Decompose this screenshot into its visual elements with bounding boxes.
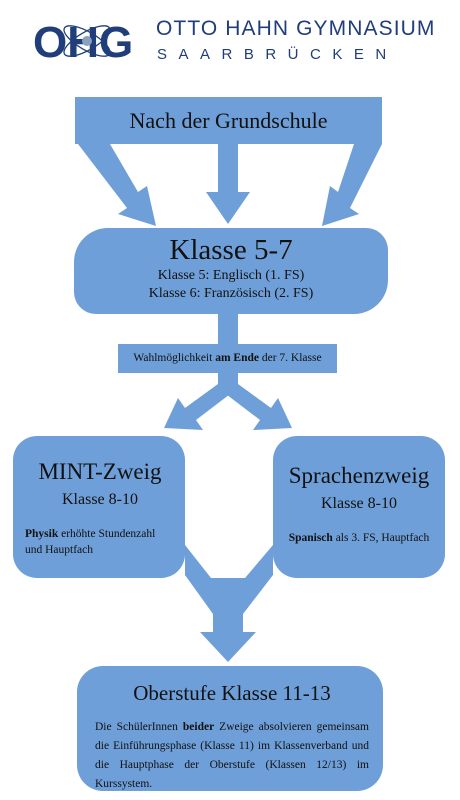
oberstufe-text: Die SchülerInnen beider Zweige absolvier…: [95, 718, 369, 794]
klasse-5-7-box: Klasse 5-7 Klasse 5: Englisch (1. FS) Kl…: [74, 228, 388, 314]
klasse-5-7-title: Klasse 5-7: [169, 234, 293, 266]
language-branch-box: Sprachenzweig Klasse 8-10 Spanisch als 3…: [273, 436, 445, 578]
oberstufe-title: Oberstufe Klasse 11-13: [133, 681, 331, 705]
language-note-bold: Spanisch: [288, 532, 333, 544]
klasse-5-line: Klasse 5: Englisch (1. FS): [157, 268, 305, 283]
arrow-merge-oberstufe: [185, 545, 273, 662]
mint-title: MINT-Zweig: [38, 459, 162, 484]
oberstufe-box: Oberstufe Klasse 11-13 Die SchülerInnen …: [77, 666, 383, 791]
language-subtitle: Klasse 8-10: [321, 495, 397, 512]
choice-box: Wahlmöglichkeit am Ende der 7. Klasse: [118, 344, 337, 373]
connector-k57-wahl: [218, 314, 238, 344]
oberstufe-text-pre: Die SchülerInnen: [95, 721, 183, 733]
atom-orbit-icon: [63, 25, 111, 57]
school-logo: OHG: [33, 18, 133, 64]
arrow-to-sprach: [218, 373, 292, 430]
start-box: Nach der Grundschule: [75, 97, 382, 144]
mint-note-bold: Physik: [25, 528, 59, 540]
school-city: SAARBRÜCKEN: [157, 46, 398, 63]
oberstufe-text-post: Zweige absolvieren gemeinsam die Einführ…: [95, 721, 369, 790]
atom-nucleus-icon: [82, 36, 92, 46]
language-title: Sprachenzweig: [288, 463, 430, 488]
klasse-6-line: Klasse 6: Französisch (2. FS): [148, 286, 314, 301]
choice-text-pre: Wahlmöglichkeit: [133, 352, 216, 364]
arrow-left-down: [78, 144, 156, 226]
arrow-center-down: [206, 144, 250, 224]
atom-orbit-icon: [63, 25, 111, 57]
school-name: OTTO HAHN GYMNASIUM: [156, 17, 436, 40]
language-note: Spanisch als 3. FS, Hauptfach: [279, 530, 439, 546]
choice-text-post: der 7. Klasse: [258, 352, 322, 364]
mint-note: Physik erhöhte Stundenzahl und Hauptfach: [25, 526, 175, 558]
language-note-text: als 3. FS, Hauptfach: [332, 532, 430, 544]
mint-note-text: erhöhte Stundenzahl und Hauptfach: [25, 528, 156, 556]
choice-text-bold: am Ende: [215, 352, 259, 364]
arrow-right-down: [322, 144, 382, 226]
start-label: Nach der Grundschule: [129, 108, 328, 133]
mint-subtitle: Klasse 8-10: [62, 491, 138, 508]
mint-branch-box: MINT-Zweig Klasse 8-10 Physik erhöhte St…: [13, 436, 185, 578]
oberstufe-text-bold: beider: [182, 721, 215, 733]
